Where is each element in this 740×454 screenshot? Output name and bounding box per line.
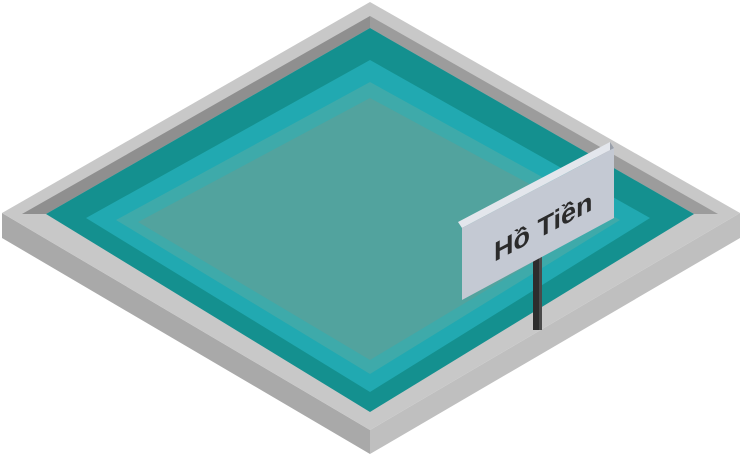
sign-post <box>533 252 542 330</box>
frame-left-face <box>2 213 370 454</box>
water-center <box>138 98 600 360</box>
inner-wall-back-left <box>22 16 370 214</box>
sign-board <box>462 148 614 300</box>
sign-post-highlight <box>539 252 542 330</box>
inner-wall-back-right <box>370 16 718 214</box>
sign-board-edge <box>458 142 614 228</box>
frame-right-face <box>370 213 740 454</box>
